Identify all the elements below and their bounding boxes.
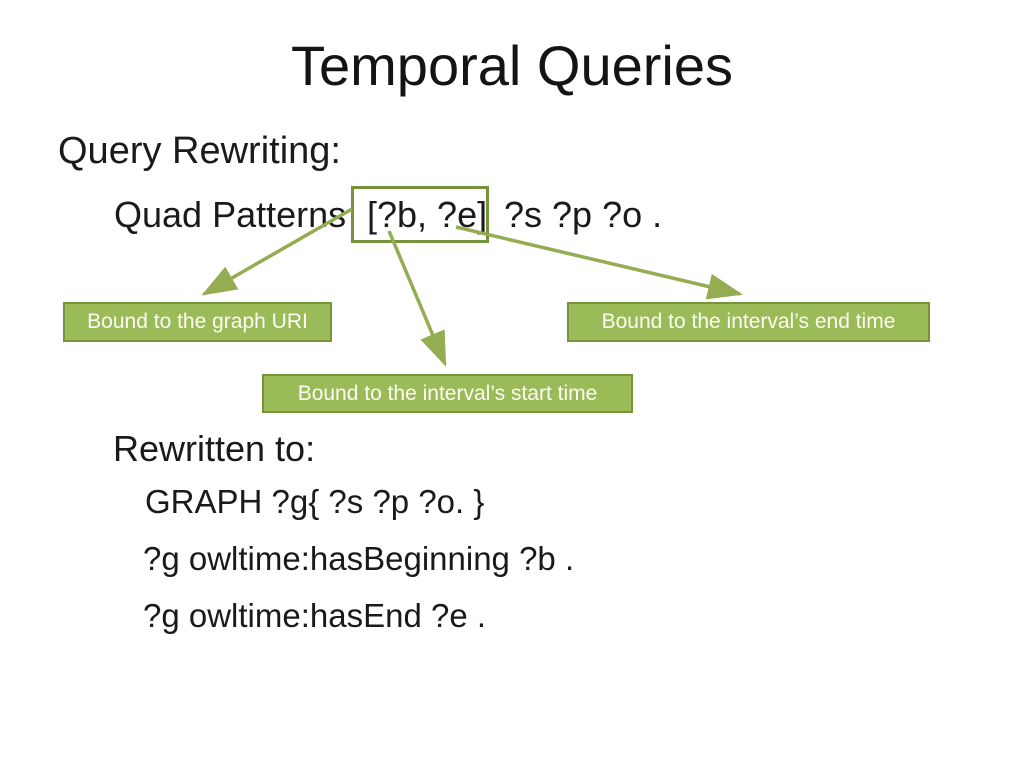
quad-pattern-interval: [?b, ?e] <box>367 194 488 235</box>
rewritten-line-graph: GRAPH ?g{ ?s ?p ?o. } <box>145 483 485 520</box>
quad-pattern-suffix: ?s ?p ?o . <box>504 194 663 235</box>
rewritten-line-hasend: ?g owltime:hasEnd ?e . <box>143 597 487 634</box>
quad-pattern-prefix: Quad Patterns <box>114 194 347 235</box>
callout-graph-uri: Bound to the graph URI <box>63 302 332 342</box>
callout-interval-start-time: Bound to the interval’s start time <box>262 374 633 413</box>
heading-rewritten-to: Rewritten to: <box>113 428 316 469</box>
callout-interval-end-time: Bound to the interval’s end time <box>567 302 930 342</box>
arrow-to-start-time <box>387 230 447 367</box>
rewritten-line-hasbeginning: ?g owltime:hasBeginning ?b . <box>143 540 575 577</box>
slide-title: Temporal Queries <box>291 34 733 97</box>
heading-query-rewriting: Query Rewriting: <box>58 130 341 172</box>
